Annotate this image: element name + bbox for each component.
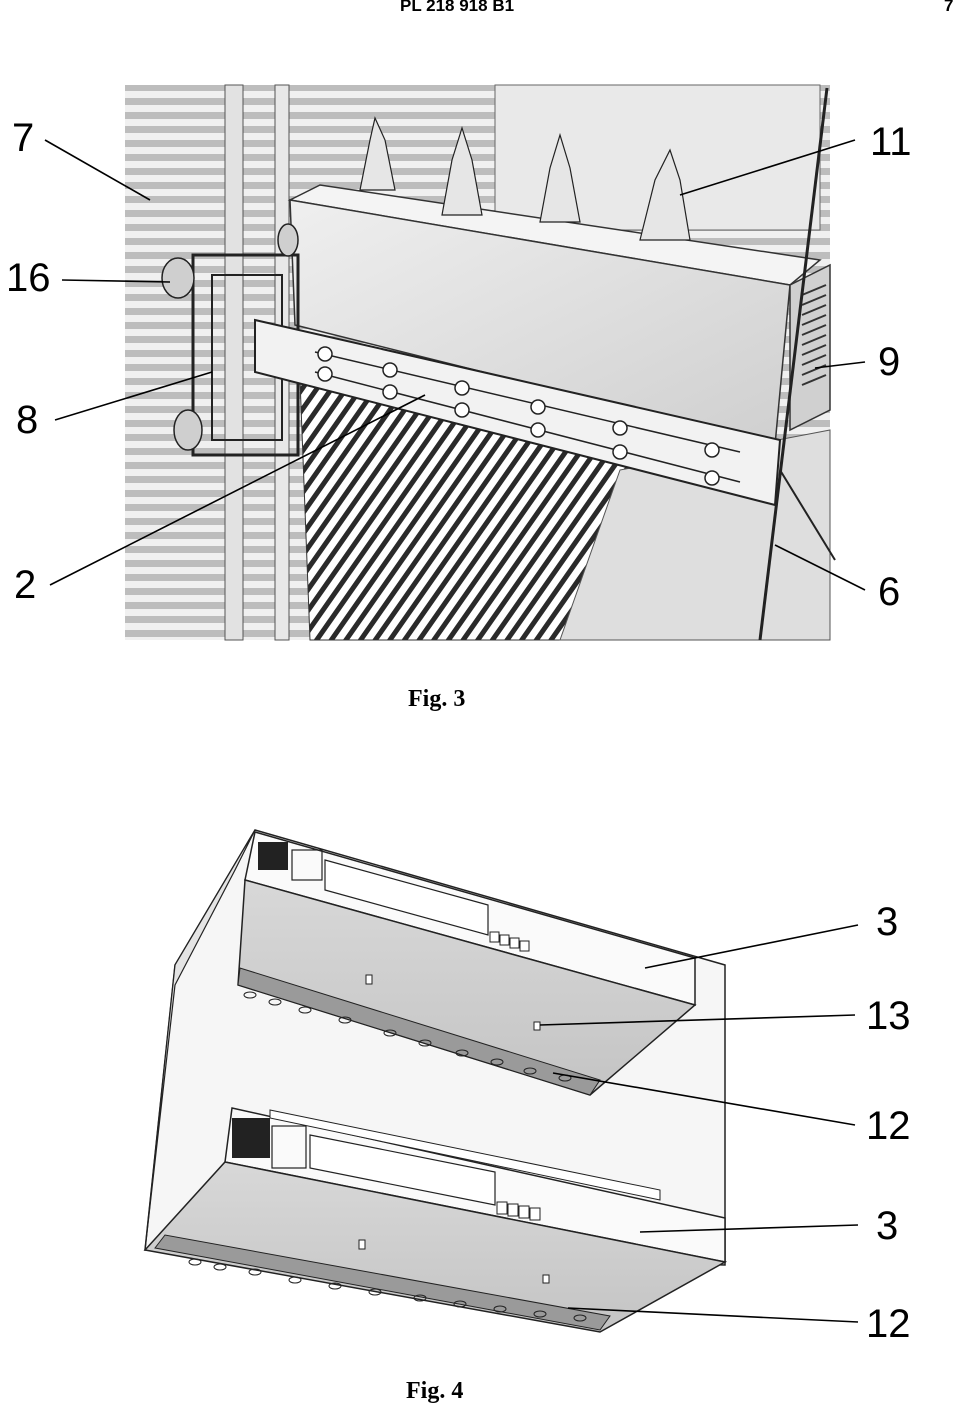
figure-4-caption: Fig. 4 (406, 1378, 464, 1404)
upper-panel (237, 879, 697, 1096)
fig3-label-16: 16 (6, 256, 51, 300)
fig4-label-12-lower: 12 (866, 1302, 911, 1346)
figure-3-drawing (44, 84, 866, 641)
figure-3-caption: Fig. 3 (408, 686, 466, 712)
fig3-label-8: 8 (16, 398, 39, 442)
fig3-label-9: 9 (878, 340, 901, 384)
fig3-label-11: 11 (870, 120, 912, 164)
fig4-label-13: 13 (866, 994, 911, 1038)
fig3-label-2: 2 (14, 563, 37, 607)
lower-panel (143, 1161, 728, 1333)
fig3-label-6: 6 (878, 570, 901, 614)
fig3-label-7: 7 (12, 116, 35, 160)
fig4-label-3-lower: 3 (876, 1204, 899, 1248)
fig4-label-12-upper: 12 (866, 1104, 911, 1148)
fig4-label-3-upper: 3 (876, 900, 899, 944)
nozzles (359, 116, 691, 241)
page-number: 7 (944, 0, 954, 15)
patent-number: PL 218 918 B1 (400, 0, 515, 15)
